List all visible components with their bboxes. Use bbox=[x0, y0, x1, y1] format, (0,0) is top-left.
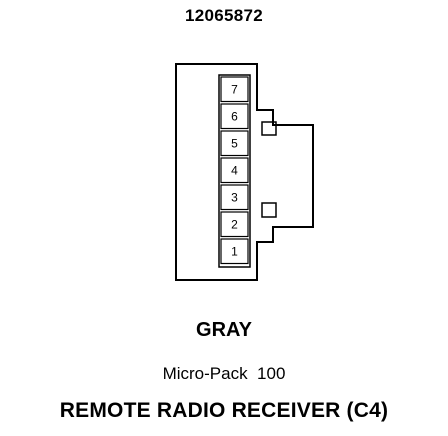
pin-cavity-3 bbox=[220, 184, 249, 211]
connector-family: Micro-Pack 100 bbox=[162, 364, 286, 383]
connector-title: REMOTE RADIO RECEIVER (C4) bbox=[59, 399, 389, 422]
pin-label-4: 4 bbox=[231, 163, 238, 177]
pin-label-5: 5 bbox=[231, 136, 238, 150]
pin-cavity-7 bbox=[220, 76, 249, 103]
connector-housing bbox=[175, 63, 314, 281]
pin-label-3: 3 bbox=[231, 190, 238, 204]
pin-label-7: 7 bbox=[231, 82, 238, 96]
part-number: 12065872 bbox=[184, 6, 264, 25]
pin-cavity-5 bbox=[220, 130, 249, 157]
pin-cavity-4 bbox=[220, 157, 249, 184]
pin-column bbox=[218, 74, 251, 268]
connector-color: GRAY bbox=[196, 319, 252, 341]
pin-label-2: 2 bbox=[231, 217, 238, 231]
lower-latch bbox=[261, 202, 277, 218]
pin-cavity-2 bbox=[220, 211, 249, 238]
pin-label-1: 1 bbox=[231, 244, 238, 258]
pin-cavity-6 bbox=[220, 103, 249, 130]
upper-latch bbox=[261, 121, 277, 136]
pin-label-6: 6 bbox=[231, 109, 238, 123]
pin-cavity-1 bbox=[220, 238, 249, 265]
